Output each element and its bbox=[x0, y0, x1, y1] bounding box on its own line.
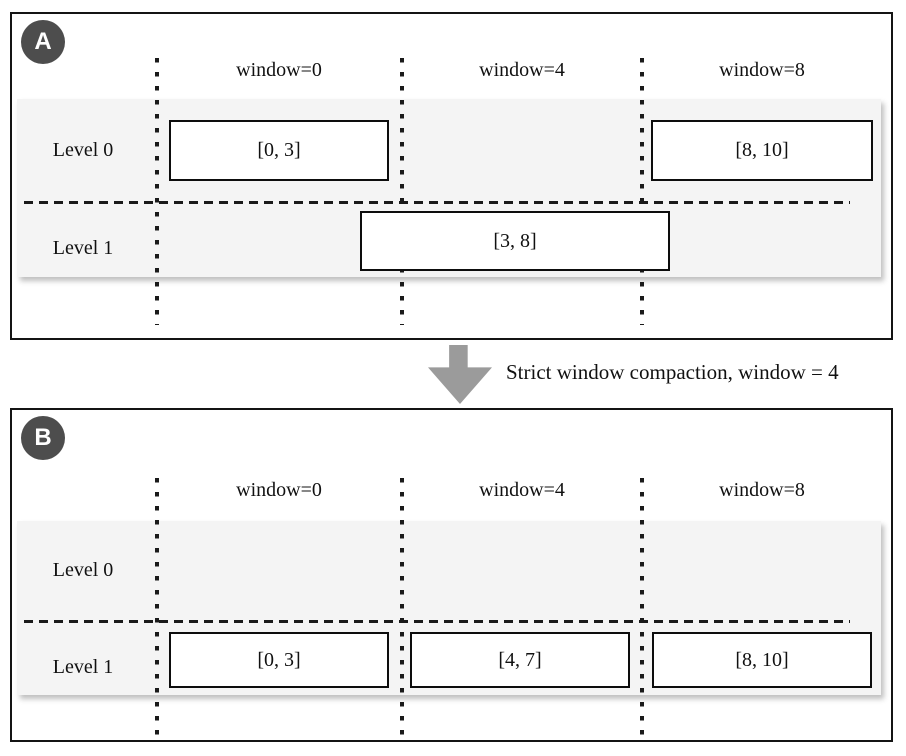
panel-a-column-header-window-0: window=0 bbox=[236, 59, 322, 81]
panel-b-level-1-label: Level 1 bbox=[52, 656, 114, 678]
sstable-box-level0-0-3: [0, 3] bbox=[169, 120, 389, 181]
panel-b-column-header-window-0: window=0 bbox=[236, 479, 322, 501]
window-boundary-dotted-line bbox=[400, 58, 404, 325]
panel-a-level-0-label: Level 0 bbox=[52, 139, 114, 161]
panel-b-badge: B bbox=[21, 416, 65, 460]
window-boundary-dotted-line bbox=[640, 58, 644, 325]
window-boundary-dotted-line bbox=[400, 478, 404, 737]
panel-a-badge: A bbox=[21, 20, 65, 64]
panel-a-column-header-window-8: window=8 bbox=[719, 59, 805, 81]
panel-a-column-header-window-4: window=4 bbox=[479, 59, 565, 81]
sstable-box-level1-0-3: [0, 3] bbox=[169, 632, 389, 688]
sstable-box-level1-8-10: [8, 10] bbox=[652, 632, 872, 688]
panel-b-level-divider-dashed-line bbox=[24, 620, 850, 623]
panel-a-level-1-label: Level 1 bbox=[52, 237, 114, 259]
panel-b-badge-letter: B bbox=[34, 424, 52, 451]
window-boundary-dotted-line bbox=[640, 478, 644, 737]
panel-b-column-header-window-8: window=8 bbox=[719, 479, 805, 501]
sstable-box-level0-8-10: [8, 10] bbox=[651, 120, 873, 181]
window-boundary-dotted-line bbox=[155, 58, 159, 325]
sstable-box-level1-4-7: [4, 7] bbox=[410, 632, 630, 688]
panel-b-after-compaction: B window=0 window=4 window=8 Level 0 Lev… bbox=[10, 408, 893, 742]
panel-b-column-header-window-4: window=4 bbox=[479, 479, 565, 501]
sstable-box-level1-3-8: [3, 8] bbox=[360, 211, 670, 271]
panel-b-level-0-label: Level 0 bbox=[52, 559, 114, 581]
panel-a-before-compaction: A window=0 window=4 window=8 Level 0 Lev… bbox=[10, 12, 893, 340]
transition-caption: Strict window compaction, window = 4 bbox=[506, 360, 839, 384]
panel-a-level-divider-dashed-line bbox=[24, 201, 850, 204]
window-boundary-dotted-line bbox=[155, 478, 159, 737]
down-arrow-icon bbox=[428, 345, 492, 404]
panel-a-badge-letter: A bbox=[34, 28, 52, 55]
